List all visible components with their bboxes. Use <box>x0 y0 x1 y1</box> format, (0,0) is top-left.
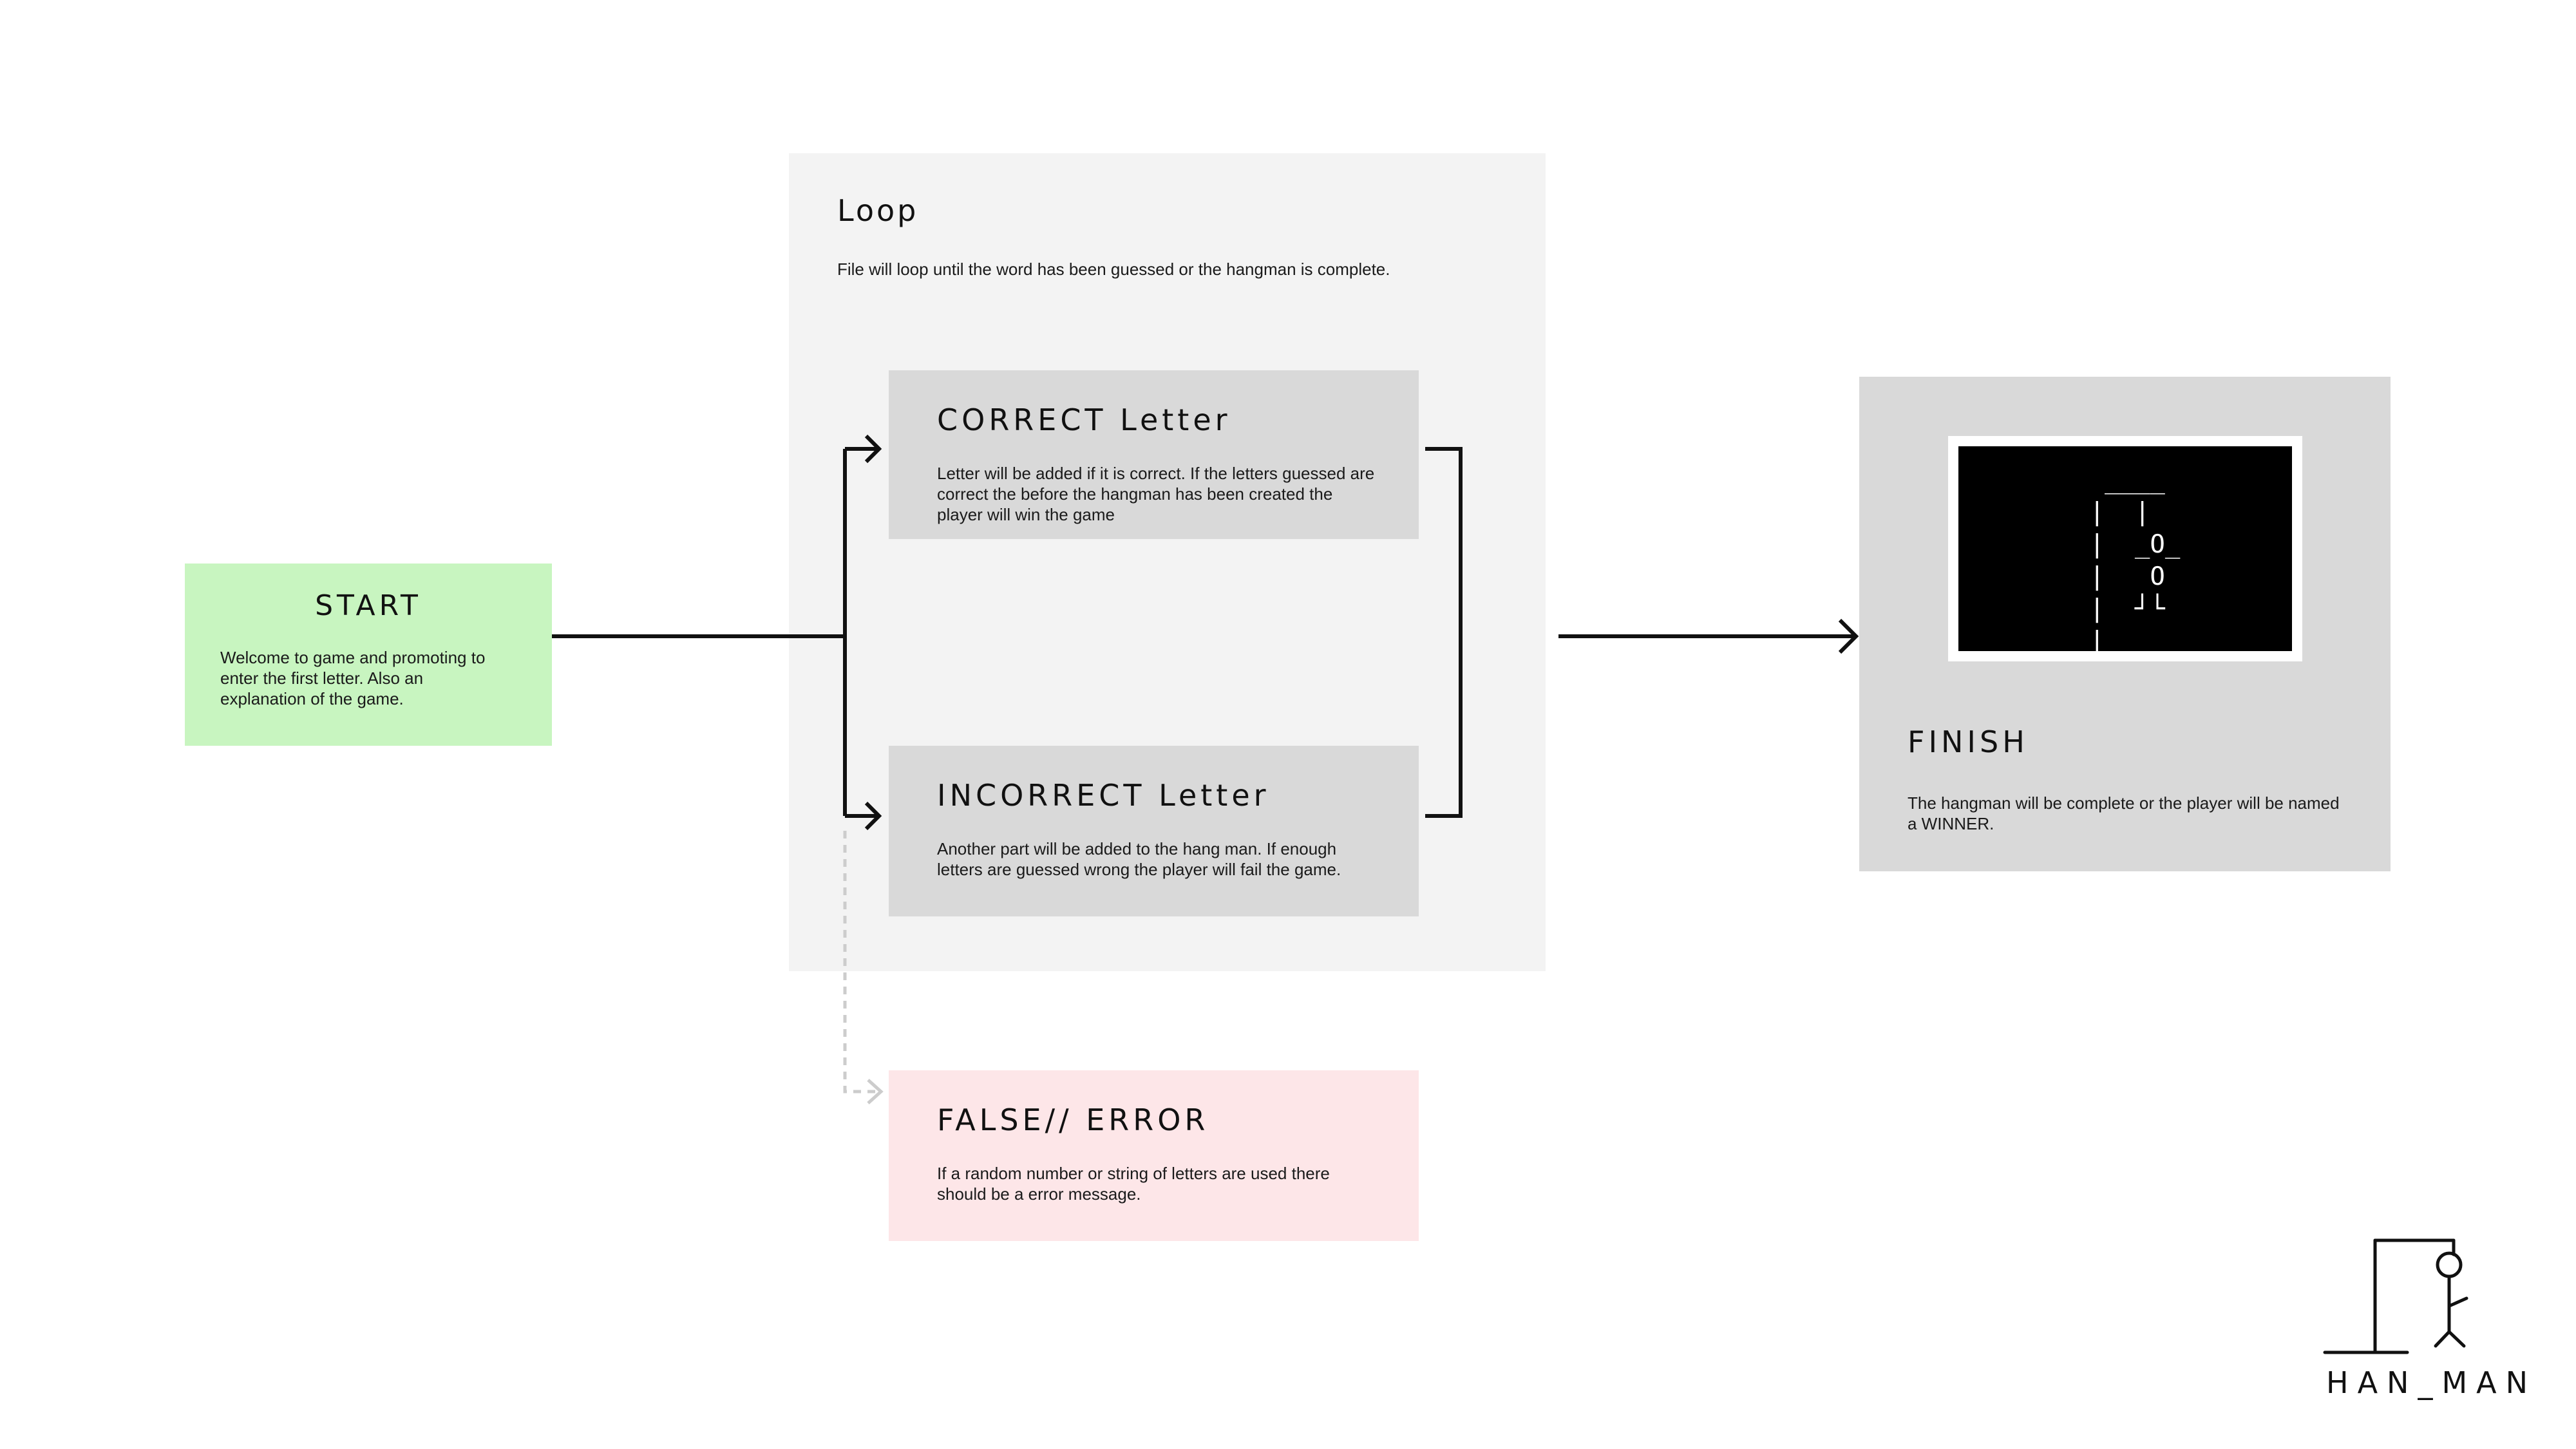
finish-description: The hangman will be complete or the play… <box>1908 793 2340 833</box>
error-arrowhead <box>867 1079 884 1104</box>
correct-letter-box[interactable]: CORRECT Letter Letter will be added if i… <box>889 370 1419 539</box>
start-title: START <box>315 589 422 622</box>
hangman-logo-icon <box>2323 1238 2468 1354</box>
incorrect-letter-box[interactable]: INCORRECT Letter Another part will be ad… <box>889 746 1419 916</box>
hangman-terminal-screenshot: ____ | | | _O_ | O | ┘└ _|_________ <box>1948 436 2302 661</box>
finish-title: FINISH <box>1908 724 2029 759</box>
error-description: If a random number or string of letters … <box>937 1164 1330 1204</box>
incorrect-letter-title: INCORRECT Letter <box>937 778 1270 813</box>
loop-title: Loop <box>837 193 919 228</box>
start-box[interactable]: START Welcome to game and promoting to e… <box>185 564 552 746</box>
brand-logo-text: HAN_MAN <box>2326 1365 2537 1400</box>
correct-letter-title: CORRECT Letter <box>937 402 1231 437</box>
start-description: Welcome to game and promoting to enter t… <box>220 648 486 708</box>
error-title: FALSE// ERROR <box>937 1103 1209 1137</box>
incorrect-letter-description: Another part will be added to the hang m… <box>937 839 1341 879</box>
finish-arrowhead <box>1838 618 1859 654</box>
correct-letter-description: Letter will be added if it is correct. I… <box>937 464 1375 524</box>
error-box[interactable]: FALSE// ERROR If a random number or stri… <box>889 1070 1419 1241</box>
hangman-ascii-art: ____ | | | _O_ | O | ┘└ _|_________ <box>2074 466 2241 656</box>
loop-description: File will loop until the word has been g… <box>837 260 1390 279</box>
